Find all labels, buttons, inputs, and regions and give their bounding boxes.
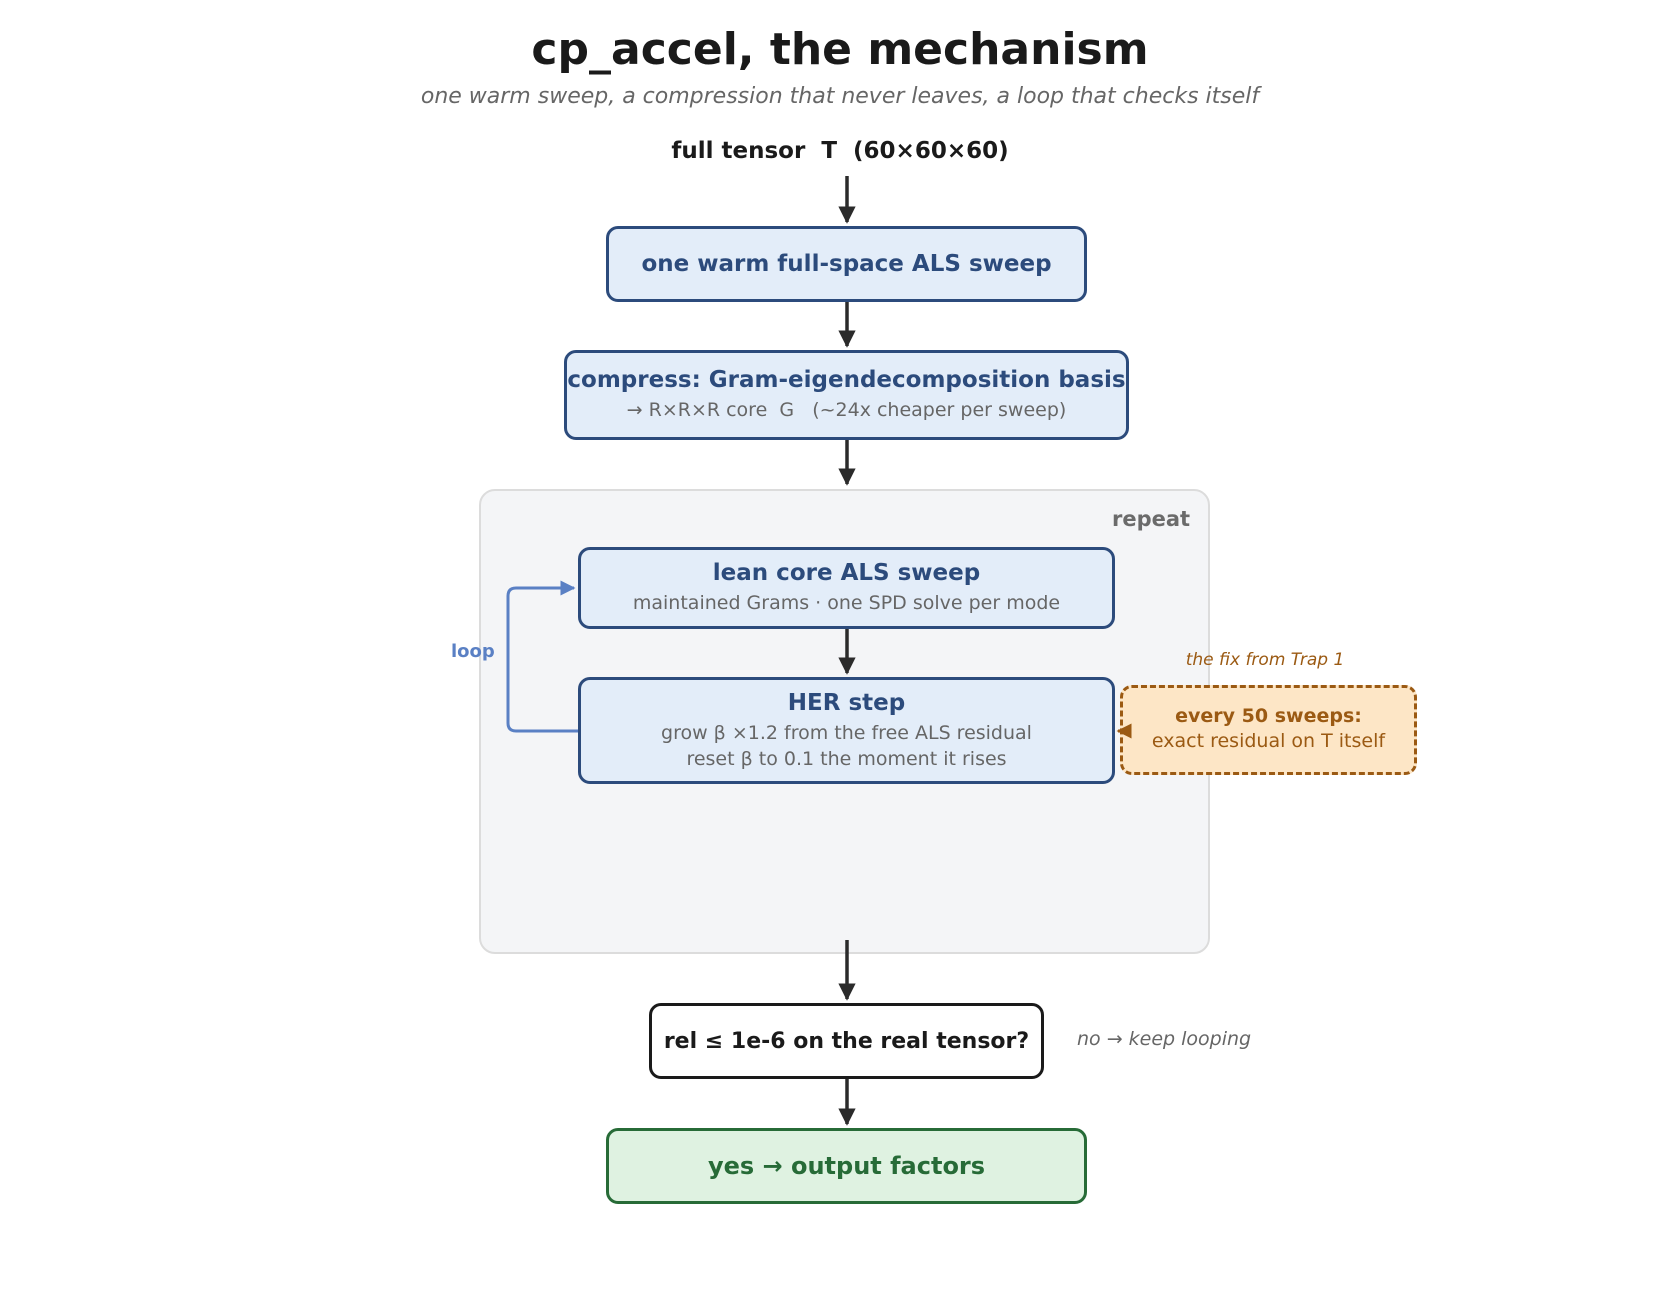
no-branch-label: no → keep looping: [1077, 1028, 1252, 1050]
diagram-subtitle: one warm sweep, a compression that never…: [420, 84, 1260, 109]
lean-core-sweep-node: lean core ALS sweep maintained Grams · o…: [578, 547, 1115, 629]
exact-residual-check-node: every 50 sweeps: exact residual on T its…: [1120, 685, 1417, 775]
compress-subtitle: → R×R×R core G (~24x cheaper per sweep): [626, 399, 1067, 421]
exact-check-title: every 50 sweeps:: [1175, 705, 1362, 727]
loop-label: loop: [451, 641, 495, 662]
loop-back-arrow: [506, 580, 578, 733]
compress-node: compress: Gram-eigendecomposition basis …: [564, 350, 1129, 440]
repeat-label: repeat: [1112, 507, 1191, 531]
output-title: yes → output factors: [707, 1152, 986, 1180]
diagram-title: cp_accel, the mechanism: [531, 24, 1149, 75]
lean-core-subtitle: maintained Grams · one SPD solve per mod…: [632, 592, 1061, 614]
her-step-line-1: grow β ×1.2 from the free ALS residual: [661, 721, 1032, 744]
input-tensor-label: full tensor T (60×60×60): [671, 138, 1009, 164]
her-step-title: HER step: [787, 689, 906, 716]
her-step-line-2: reset β to 0.1 the moment it rises: [686, 747, 1007, 770]
warm-sweep-title: one warm full-space ALS sweep: [641, 251, 1052, 277]
compress-title: compress: Gram-eigendecomposition basis: [567, 367, 1126, 393]
decision-title: rel ≤ 1e-6 on the real tensor?: [663, 1028, 1030, 1054]
warm-sweep-node: one warm full-space ALS sweep: [606, 226, 1087, 302]
convergence-decision-node: rel ≤ 1e-6 on the real tensor?: [649, 1003, 1044, 1079]
exact-check-subtitle: exact residual on T itself: [1151, 730, 1386, 752]
fix-note: the fix from Trap 1: [1185, 650, 1345, 670]
lean-core-title: lean core ALS sweep: [712, 560, 981, 586]
output-factors-node: yes → output factors: [606, 1128, 1087, 1204]
her-step-node: HER step grow β ×1.2 from the free ALS r…: [578, 677, 1115, 784]
